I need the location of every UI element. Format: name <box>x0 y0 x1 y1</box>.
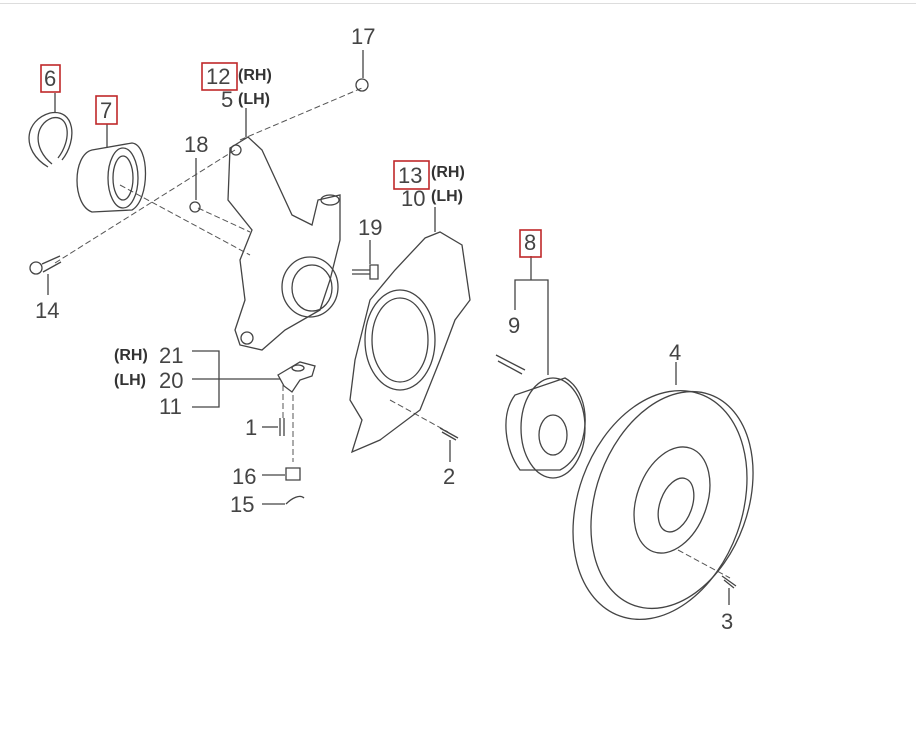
stud-part-9[interactable] <box>495 354 526 375</box>
callout-11: 11 <box>159 394 182 419</box>
callout-3: 3 <box>721 609 733 634</box>
callout-6: 6 <box>44 66 56 91</box>
label-lh-5: (LH) <box>238 91 270 108</box>
bolt-part-19[interactable] <box>352 264 379 280</box>
callout-10: 10 <box>401 186 425 211</box>
callout-18: 18 <box>184 132 208 157</box>
callout-17: 17 <box>351 24 375 49</box>
bolt-part-2[interactable] <box>439 427 459 441</box>
label-rh-13: (RH) <box>431 164 465 181</box>
label-lh-20: (LH) <box>114 372 146 389</box>
brake-disc-part-4[interactable] <box>543 366 782 644</box>
callout-21: 21 <box>159 343 183 368</box>
callout-20: 20 <box>159 368 183 393</box>
callout-7: 7 <box>100 98 112 123</box>
callout-8: 8 <box>524 230 536 255</box>
callout-12: 12 <box>206 64 230 89</box>
label-rh-12: (RH) <box>238 67 272 84</box>
label-lh-10: (LH) <box>431 188 463 205</box>
bolt-part-14[interactable] <box>29 255 62 275</box>
bolt-part-1[interactable] <box>279 418 285 436</box>
callout-1: 1 <box>245 415 257 440</box>
assembly-lines <box>54 87 731 579</box>
callout-2: 2 <box>443 464 455 489</box>
callout-15: 15 <box>230 492 254 517</box>
cotter-pin-part-15[interactable] <box>285 495 305 505</box>
callout-4: 4 <box>669 340 681 365</box>
nut-part-18[interactable] <box>189 201 201 213</box>
knuckle-part-12[interactable] <box>227 136 341 351</box>
callout-19: 19 <box>358 215 382 240</box>
ball-joint-part-21[interactable] <box>277 361 316 393</box>
callout-13: 13 <box>398 163 422 188</box>
castle-nut-part-16[interactable] <box>285 467 301 481</box>
dust-shield-part-13[interactable] <box>349 231 471 454</box>
top-border <box>0 3 916 4</box>
circlip-part-6[interactable] <box>28 111 73 168</box>
screw-part-3[interactable] <box>721 575 737 589</box>
highlight-boxes <box>40 62 542 258</box>
hub-part-8[interactable] <box>505 377 586 479</box>
label-rh-21: (RH) <box>114 347 148 364</box>
leader-lines <box>47 50 730 605</box>
callout-14: 14 <box>35 298 59 323</box>
callout-16: 16 <box>232 464 256 489</box>
callout-9: 9 <box>508 313 520 338</box>
callout-5: 5 <box>221 87 233 112</box>
bearing-part-7[interactable] <box>76 142 147 213</box>
nut-part-17[interactable] <box>355 78 369 92</box>
